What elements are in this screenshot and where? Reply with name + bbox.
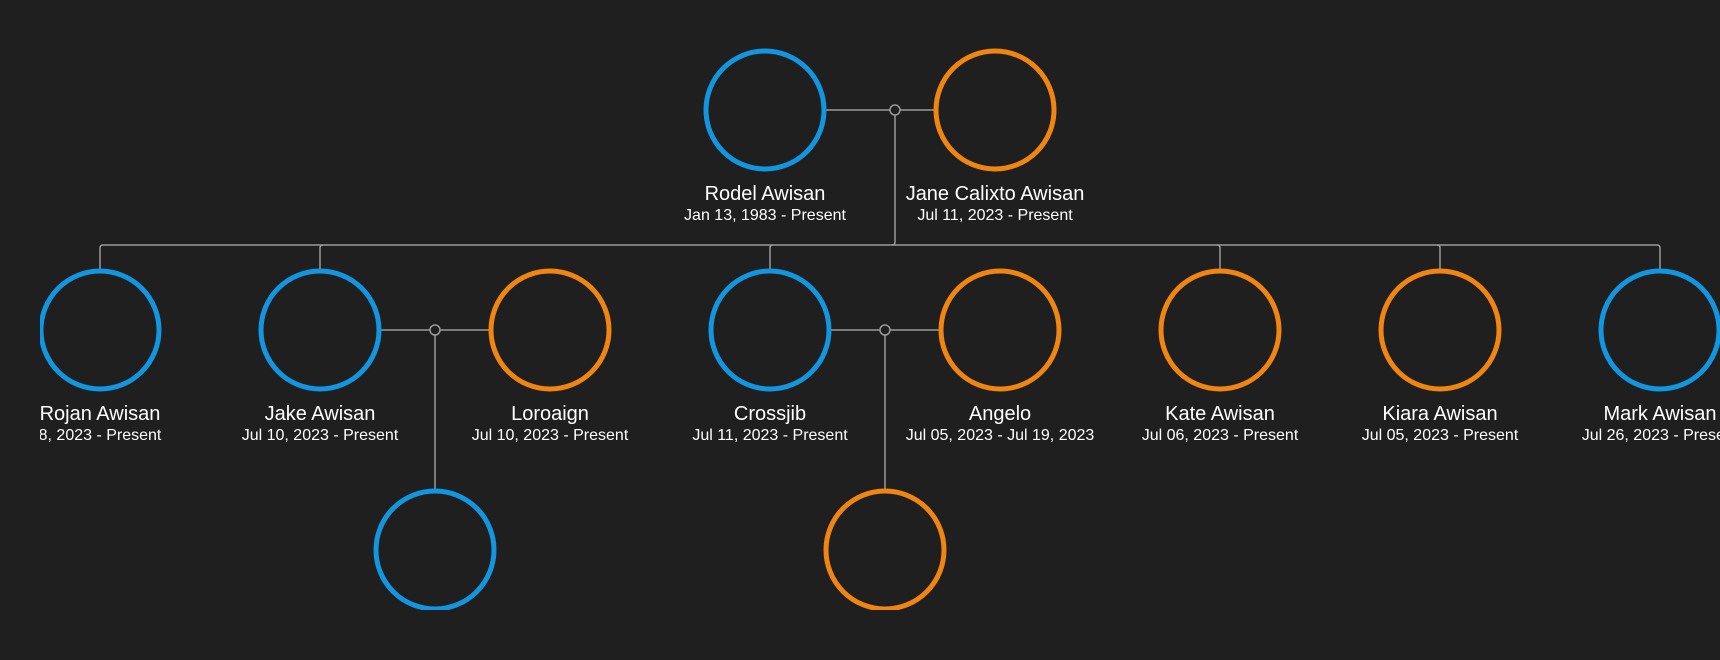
- connector-lines: [99, 104, 1661, 491]
- child-drop-line: [769, 244, 774, 271]
- male-avatar-circle[interactable]: [708, 268, 832, 392]
- child-drop-line: [1216, 244, 1221, 271]
- child-drop-line: [1656, 244, 1661, 271]
- male-avatar-circle[interactable]: [373, 488, 497, 610]
- person-node-jake-child[interactable]: [373, 488, 497, 610]
- person-dates: Jul 10, 2023 - Present: [242, 427, 399, 444]
- union-junction-dot: [889, 104, 901, 116]
- person-name: Rojan Awisan: [40, 403, 161, 425]
- male-avatar-circle[interactable]: [703, 48, 827, 172]
- person-dates: Jul 26, 2023 - Present: [1582, 427, 1720, 444]
- female-avatar-circle[interactable]: [938, 268, 1062, 392]
- person-name: Loroaign: [511, 403, 589, 425]
- person-name: Kiara Awisan: [1382, 403, 1497, 425]
- person-name: Jake Awisan: [265, 403, 376, 425]
- person-dates: Jul 11, 2023 - Present: [692, 427, 848, 444]
- person-name: Kate Awisan: [1165, 403, 1275, 425]
- female-avatar-circle[interactable]: [933, 48, 1057, 172]
- person-name: Mark Awisan: [1603, 403, 1716, 425]
- person-dates: Jul 05, 2023 - Jul 19, 2023: [906, 427, 1095, 444]
- female-avatar-circle[interactable]: [488, 268, 612, 392]
- child-drop-line: [1436, 244, 1441, 271]
- person-name: Crossjib: [734, 403, 806, 425]
- male-avatar-circle[interactable]: [258, 268, 382, 392]
- union-junction-dot: [879, 324, 891, 336]
- female-avatar-circle[interactable]: [823, 488, 947, 610]
- person-node-crossjib-child[interactable]: [823, 488, 947, 610]
- person-name: Jane Calixto Awisan: [906, 183, 1085, 205]
- person-dates: Jan 13, 1983 - Present: [684, 207, 846, 224]
- male-avatar-circle[interactable]: [1598, 268, 1720, 392]
- male-avatar-circle[interactable]: [40, 268, 162, 392]
- child-drop-line: [99, 244, 104, 271]
- descent-line: [891, 110, 896, 246]
- person-name: Rodel Awisan: [705, 183, 826, 205]
- person-dates: Jul 06, 2023 - Present: [1142, 427, 1299, 444]
- union-junction-dot: [429, 324, 441, 336]
- child-drop-line: [319, 244, 324, 271]
- person-name: Angelo: [969, 403, 1031, 425]
- person-dates: Jul 10, 2023 - Present: [472, 427, 629, 444]
- person-dates: 8, 2023 - Present: [39, 427, 162, 444]
- person-dates: Jul 05, 2023 - Present: [1362, 427, 1519, 444]
- female-avatar-circle[interactable]: [1378, 268, 1502, 392]
- female-avatar-circle[interactable]: [1158, 268, 1282, 392]
- person-node-rojan[interactable]: Rojan Awisan 8, 2023 - Present: [39, 268, 162, 444]
- person-dates: Jul 11, 2023 - Present: [917, 207, 1073, 224]
